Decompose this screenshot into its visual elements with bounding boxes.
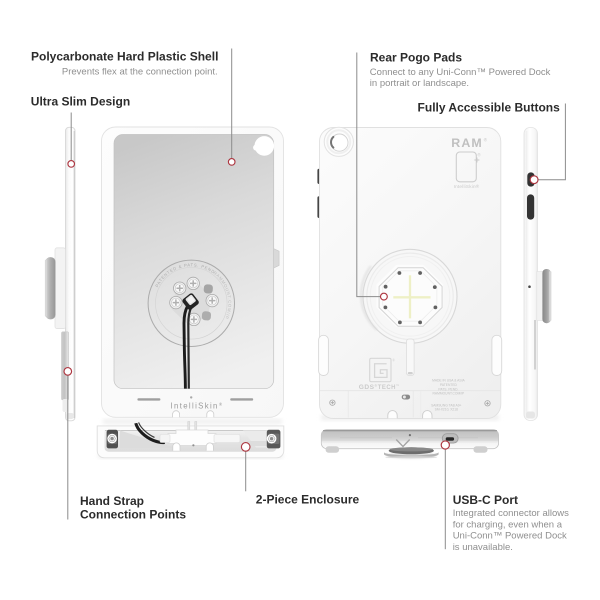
svg-text:®: ® — [484, 137, 488, 143]
svg-text:Rear Pogo Pads: Rear Pogo Pads — [370, 51, 462, 65]
svg-text:USB-C Port: USB-C Port — [453, 493, 518, 507]
svg-text:Fully Accessible Buttons: Fully Accessible Buttons — [418, 101, 561, 115]
svg-text:PATENTED: PATENTED — [440, 383, 458, 387]
svg-text:MADE IN USA & ASIA: MADE IN USA & ASIA — [432, 378, 465, 382]
svg-text:Connect to any Uni-Conn™ Power: Connect to any Uni-Conn™ Powered Dock — [370, 67, 551, 78]
svg-text:IntelliSkin®: IntelliSkin® — [454, 183, 480, 189]
svg-text:RAMMOUNT.COM/IP: RAMMOUNT.COM/IP — [433, 392, 465, 396]
svg-text:Integrated connector allows: Integrated connector allows — [453, 508, 569, 519]
svg-text:SAMSUNG TAB A9+: SAMSUNG TAB A9+ — [431, 403, 461, 407]
svg-text:SM-X210, X218: SM-X210, X218 — [435, 407, 458, 411]
svg-text:RAM: RAM — [451, 136, 483, 150]
svg-text:®: ® — [392, 359, 395, 363]
svg-text:Ultra Slim Design: Ultra Slim Design — [31, 95, 130, 109]
svg-text:Prevents flex at the connectio: Prevents flex at the connection point. — [62, 66, 218, 77]
svg-text:2-Piece Enclosure: 2-Piece Enclosure — [256, 493, 360, 507]
svg-text:IntelliSkin®: IntelliSkin® — [171, 401, 224, 410]
svg-text:in portrait or landscape.: in portrait or landscape. — [370, 78, 469, 89]
svg-text:®: ® — [478, 153, 482, 158]
svg-text:Polycarbonate Hard Plastic She: Polycarbonate Hard Plastic Shell — [31, 49, 218, 63]
svg-text:is unavailable.: is unavailable. — [453, 542, 513, 553]
svg-text:Connection Points: Connection Points — [80, 507, 186, 521]
svg-text:Hand Strap: Hand Strap — [80, 494, 144, 508]
svg-text:PATS. PEND.: PATS. PEND. — [438, 387, 458, 391]
svg-text:Uni-Conn™ Powered Dock: Uni-Conn™ Powered Dock — [453, 531, 567, 542]
svg-text:for charging, even when a: for charging, even when a — [453, 519, 563, 530]
svg-text:GDS®TECH™: GDS®TECH™ — [359, 384, 400, 391]
